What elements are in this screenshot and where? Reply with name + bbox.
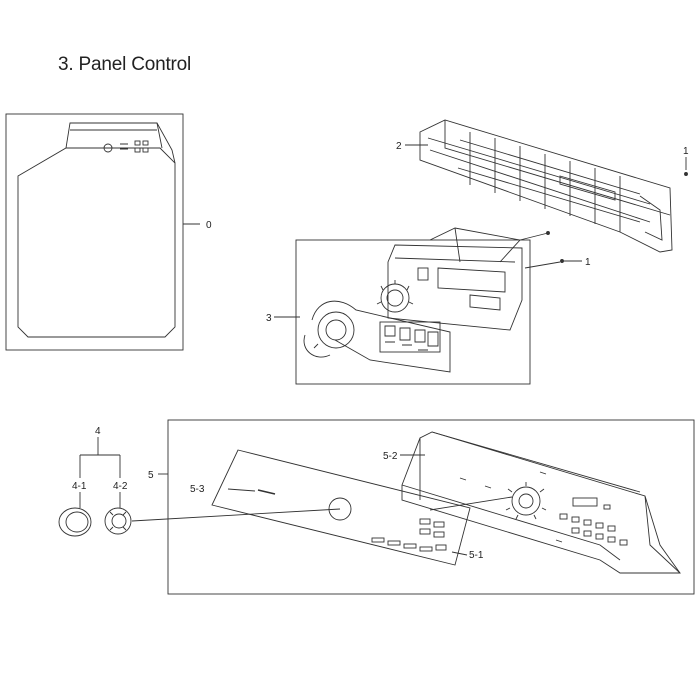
label-4: 4 [95, 426, 101, 437]
knob-base [104, 507, 132, 535]
main-pcb [376, 227, 550, 331]
label-5-3: 5-3 [190, 484, 205, 495]
label-0: 0 [206, 220, 212, 231]
assembly-0-frame [5, 113, 184, 351]
leader-4-bracket [79, 437, 121, 508]
label-3: 3 [266, 313, 272, 324]
knob-holder-pcb [303, 300, 451, 373]
label-1-lower: 1 [585, 257, 591, 268]
page-title: 3. Panel Control [58, 54, 192, 75]
assembly-5-frame [167, 419, 695, 595]
panel-overlay [211, 449, 471, 566]
label-5-2: 5-2 [383, 451, 398, 462]
label-2: 2 [396, 141, 402, 152]
label-4-2: 4-2 [113, 481, 128, 492]
assembly-3-frame [295, 239, 531, 385]
leader-1b [524, 261, 561, 269]
screw-1a [684, 172, 688, 176]
leader-5-1 [451, 551, 468, 556]
label-5: 5 [148, 470, 154, 481]
leader-5-2-inner [429, 496, 513, 511]
panel-frame [419, 119, 673, 253]
knob-cap [58, 507, 92, 537]
leader-knob-to-panel [131, 508, 341, 522]
label-1-upper: 1 [683, 146, 689, 157]
washer-cabinet [17, 122, 176, 338]
leader-5-3 [227, 488, 256, 492]
label-4-1: 4-1 [72, 481, 87, 492]
control-panel-body [401, 431, 681, 574]
label-5-1: 5-1 [469, 550, 484, 561]
